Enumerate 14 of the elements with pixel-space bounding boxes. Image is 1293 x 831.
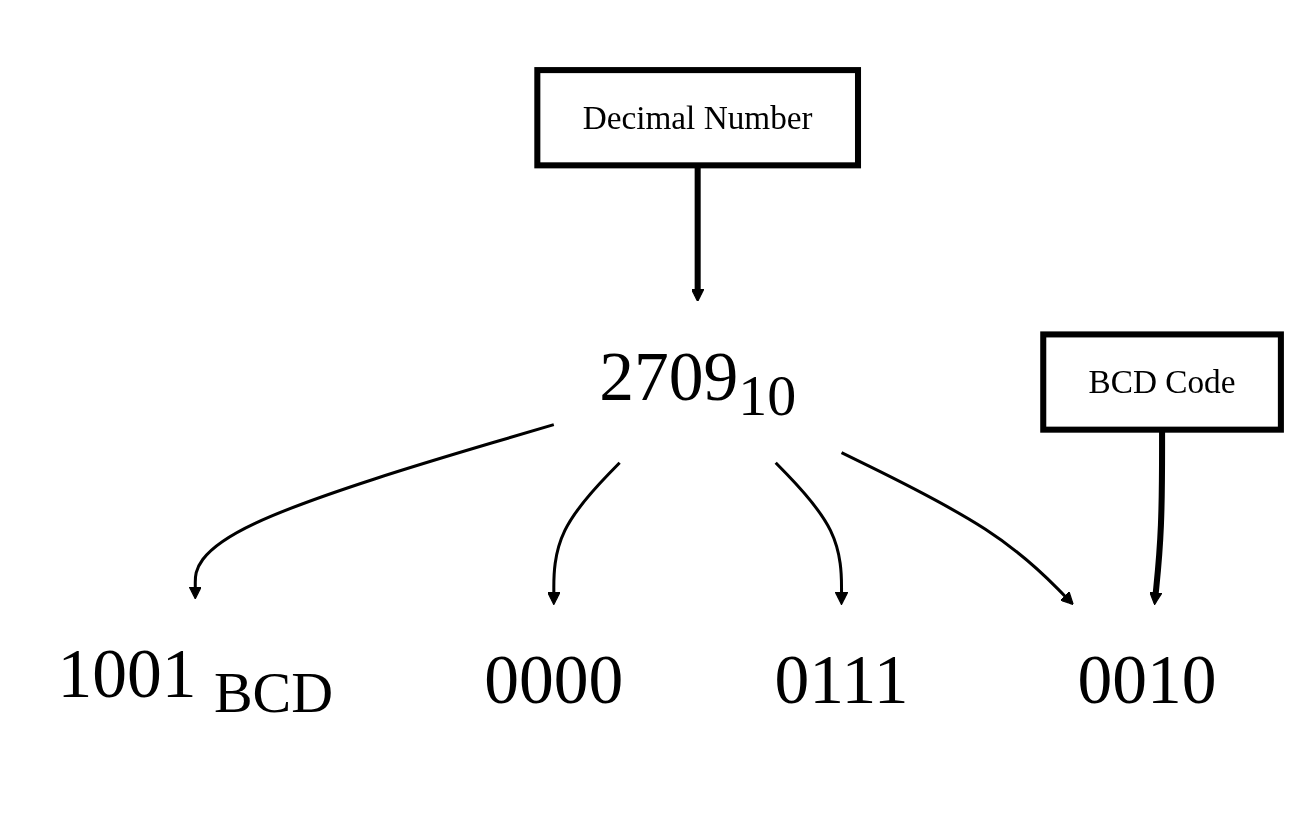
node-text: 1001 [57,635,197,713]
arrow [188,423,555,600]
node-text: 0111 [774,641,909,719]
node-text: 2709$_{10}$ [599,338,797,428]
arrow [691,165,705,303]
arrow [840,451,1074,606]
arrow [1149,430,1166,606]
node-label: BCD [213,661,334,725]
node-box: BCD Code [1040,331,1284,434]
node-box: Decimal Number [534,67,862,169]
arrow [547,462,621,606]
node-text: 0010 [1077,641,1217,719]
node-text: 0000 [484,641,624,719]
arrow [774,462,849,606]
